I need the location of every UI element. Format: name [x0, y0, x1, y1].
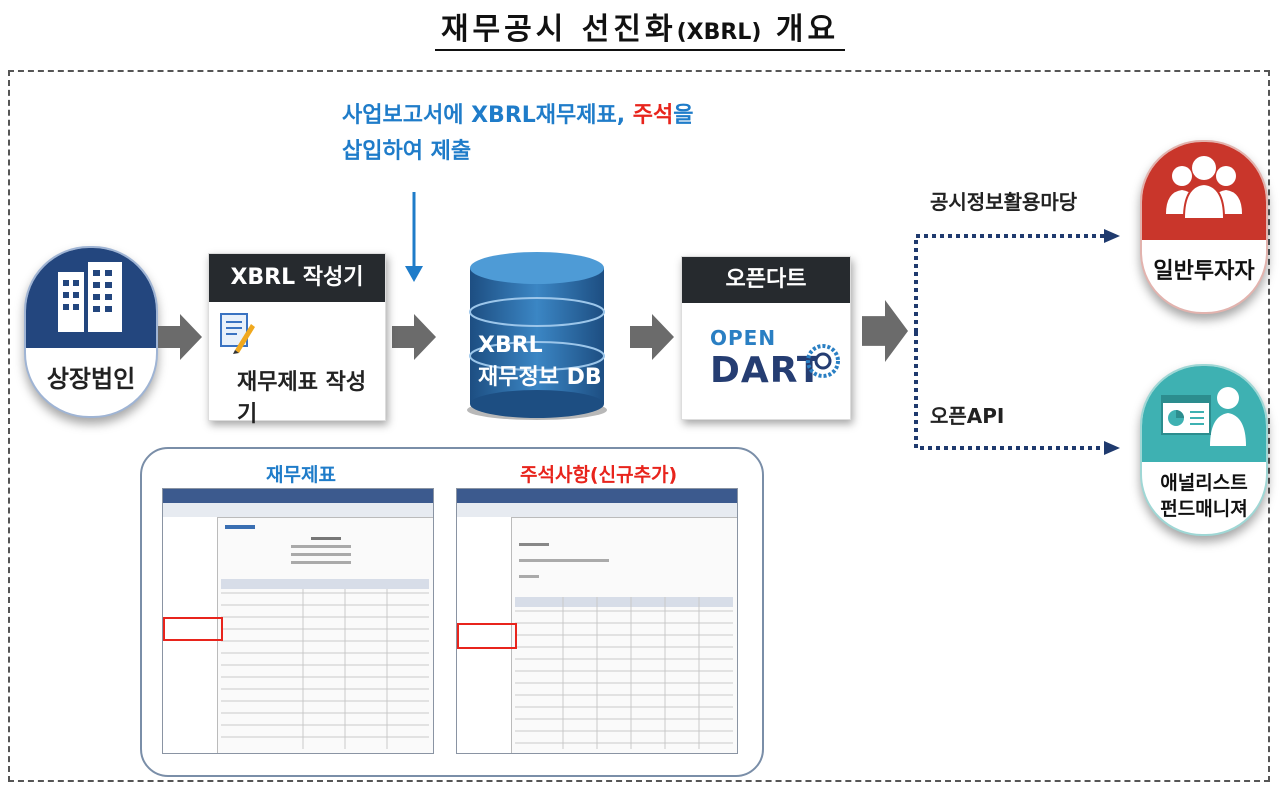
open-dart-logo-top: OPEN	[710, 326, 777, 350]
analyst-label-line1: 애널리스트	[1160, 472, 1248, 494]
arrow-right-icon	[630, 314, 674, 360]
diagram-frame	[8, 70, 1270, 782]
highlight-box	[163, 617, 223, 641]
channel-label-lower: 오픈API	[930, 404, 1005, 428]
submission-note: 사업보고서에 XBRL재무제표, 주석을 삽입하여 제출	[342, 98, 694, 170]
arrow-right-icon	[862, 300, 908, 362]
xbrl-tool-header: XBRL 작성기	[209, 254, 385, 302]
xbrl-tool-label: 재무제표 작성기	[237, 370, 367, 427]
listed-company-node: 상장법인	[24, 246, 158, 418]
notes-screenshot	[456, 488, 738, 754]
page-title: 재무공시 선진화(XBRL) 개요	[0, 4, 1280, 51]
open-dart-header: 오픈다트	[682, 257, 850, 303]
title-paren: (XBRL)	[676, 20, 762, 45]
people-group-icon	[1142, 142, 1266, 240]
building-icon	[26, 248, 156, 348]
distribution-lines	[914, 229, 1120, 455]
open-dart-box: 오픈다트	[681, 256, 851, 420]
xbrl-authoring-tool-box: XBRL 작성기 재무제표 작성기	[208, 253, 386, 427]
financial-statements-screenshot	[162, 488, 434, 754]
analyst-presentation-icon	[1142, 366, 1266, 462]
submission-note-highlight: 주석	[632, 103, 674, 128]
channel-label-upper: 공시정보활용마당	[930, 190, 1078, 214]
analyst-label: 애널리스트 펀드매니져	[1142, 470, 1266, 522]
database-label-line2: 재무정보 DB	[478, 365, 602, 390]
database-icon	[467, 252, 607, 420]
arrow-right-icon	[158, 314, 202, 360]
general-investor-node: 일반투자자	[1140, 140, 1268, 314]
notes-title: 주석사항(신규추가)	[520, 464, 678, 486]
title-suffix: 개요	[775, 12, 840, 47]
document-pen-icon	[220, 313, 255, 354]
submission-note-line2: 삽입하여 제출	[342, 139, 472, 164]
database-label-line1: XBRL	[478, 333, 543, 358]
submission-note-text: 사업보고서에 XBRL재무제표,	[342, 103, 633, 128]
analyst-node: 애널리스트 펀드매니져	[1140, 364, 1268, 536]
open-dart-logo-bottom: DART	[710, 350, 823, 391]
submission-note-end: 을	[673, 103, 694, 128]
title-main: 재무공시 선진화	[440, 12, 677, 47]
highlight-box	[457, 623, 517, 649]
investor-label: 일반투자자	[1153, 259, 1255, 284]
analyst-label-line2: 펀드매니져	[1160, 498, 1248, 520]
arrow-right-icon	[392, 314, 436, 360]
down-arrow-icon	[405, 192, 423, 282]
dart-logo-icon	[806, 344, 840, 378]
database-label: XBRL 재무정보 DB	[478, 330, 602, 394]
financial-statements-title: 재무제표	[266, 464, 336, 486]
company-label: 상장법인	[46, 365, 136, 393]
